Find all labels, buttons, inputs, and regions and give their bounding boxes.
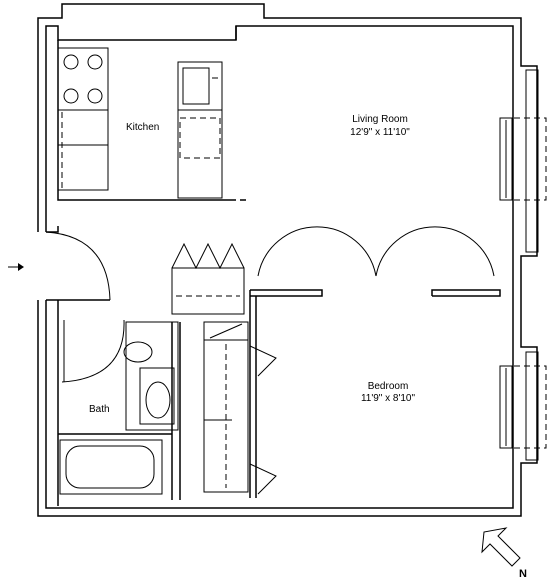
living-room-label: Living Room [352,114,408,125]
entry-arrow [8,263,24,271]
bedroom-dims: 11'9" x 8'10" [361,393,416,404]
bath-label: Bath [89,404,110,415]
interior-walls [46,26,501,506]
window-living [499,69,547,253]
bathtub [59,439,163,495]
kitchen-label: Kitchen [126,122,159,133]
living-room-dims: 12'9" x 11'10" [350,127,410,138]
entry-door [45,231,111,301]
north-label: N [519,568,527,579]
closet-bifold [171,242,245,315]
sink-counter [177,61,223,199]
bedroom-label: Bedroom [368,381,409,392]
stove [57,47,109,111]
bedroom-closet [203,321,277,495]
north-arrow-icon [481,527,521,567]
double-doors [257,226,495,277]
bath-door [61,319,125,383]
bath-fixtures [123,321,179,431]
kitchen-counter-left [57,109,109,191]
exterior-walls [37,3,538,517]
window-bedroom [499,351,547,461]
